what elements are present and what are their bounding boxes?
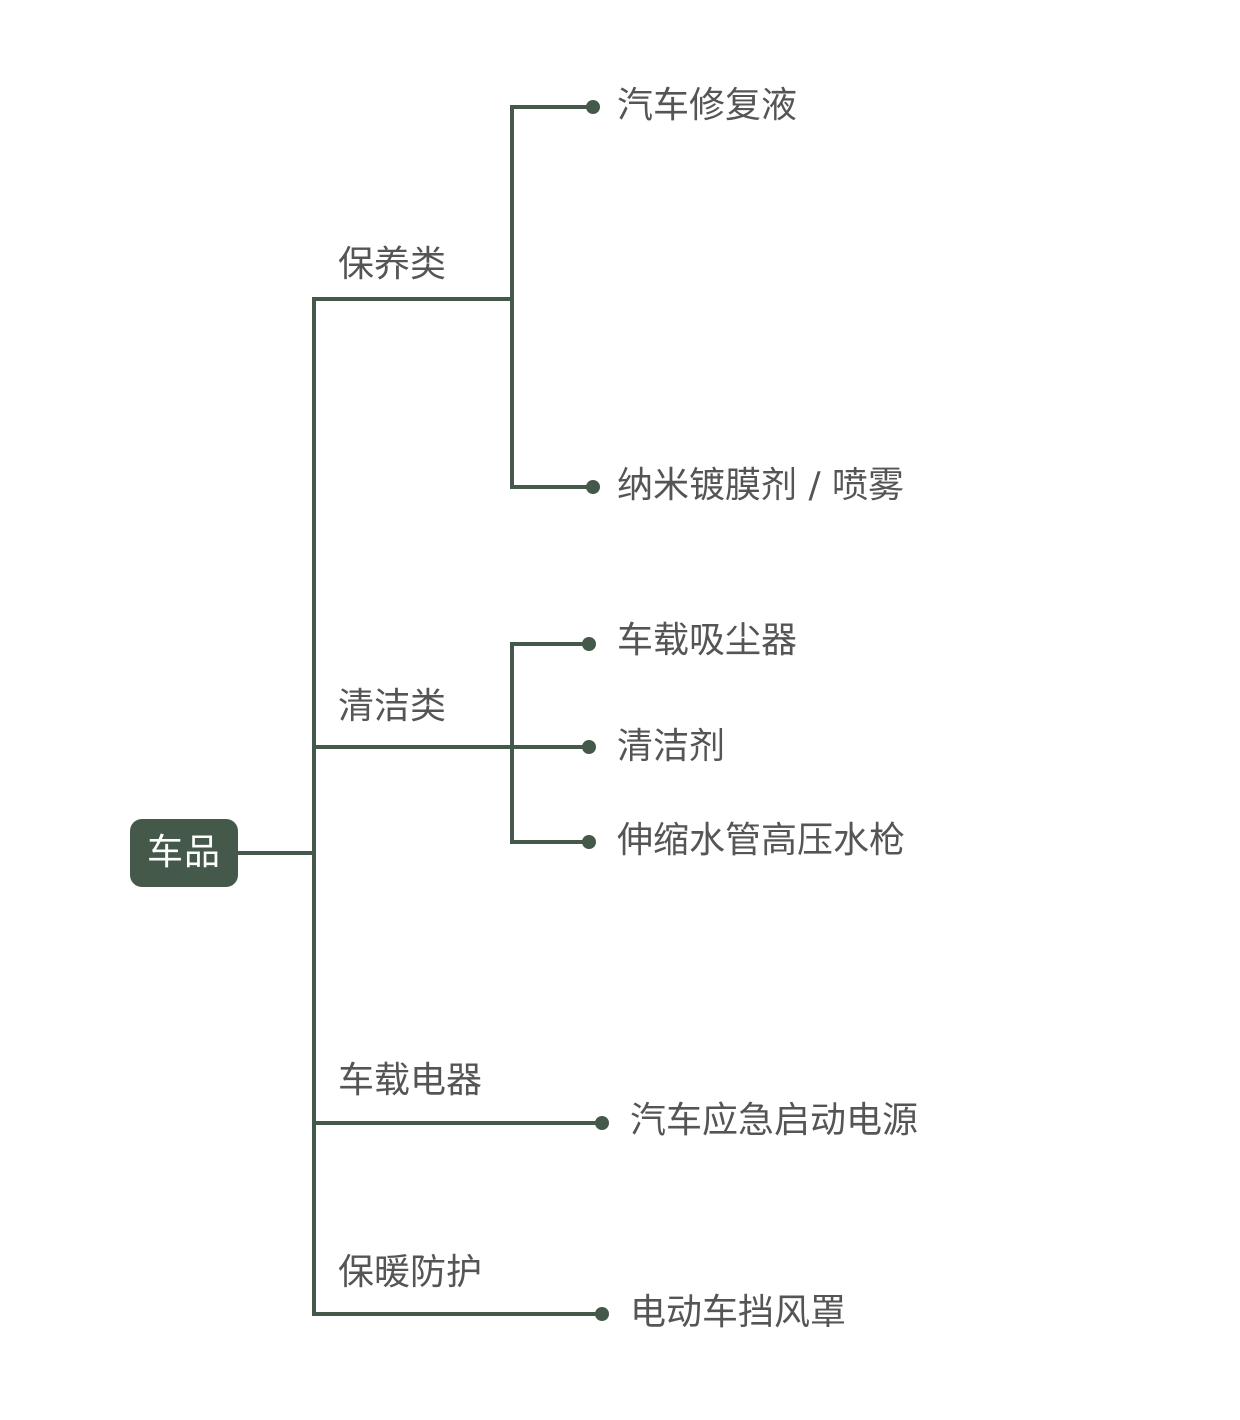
leaf-label-nano-coating[interactable]: 纳米镀膜剂 / 喷雾 — [617, 465, 905, 506]
leaf-label-hose-washer[interactable]: 伸缩水管高压水枪 — [617, 820, 906, 861]
branch-label-cleaning[interactable]: 清洁类 — [338, 686, 447, 727]
leaf-label-vacuum[interactable]: 车载吸尘器 — [617, 620, 798, 661]
leaf-label-repair-fluid[interactable]: 汽车修复液 — [617, 85, 798, 126]
leaf-dot-3-0 — [595, 1307, 609, 1321]
branch-label-maintenance[interactable]: 保养类 — [338, 244, 447, 285]
leaf-dot-1-1 — [582, 740, 596, 754]
leaf-label-jump-starter[interactable]: 汽车应急启动电源 — [630, 1100, 919, 1141]
leaf-dot-1-0 — [582, 637, 596, 651]
leaf-dot-0-0 — [586, 100, 600, 114]
root-node[interactable]: 车品 — [130, 819, 238, 887]
branch-label-warmth-protection[interactable]: 保暖防护 — [338, 1252, 483, 1293]
leaf-label-cleaner[interactable]: 清洁剂 — [617, 726, 726, 767]
leaf-dot-2-0 — [595, 1116, 609, 1130]
leaf-label-windshield-cover[interactable]: 电动车挡风罩 — [630, 1292, 847, 1333]
branch-label-car-electronics[interactable]: 车载电器 — [338, 1060, 483, 1101]
leaf-dot-0-1 — [586, 480, 600, 494]
leaf-dot-1-2 — [582, 835, 596, 849]
